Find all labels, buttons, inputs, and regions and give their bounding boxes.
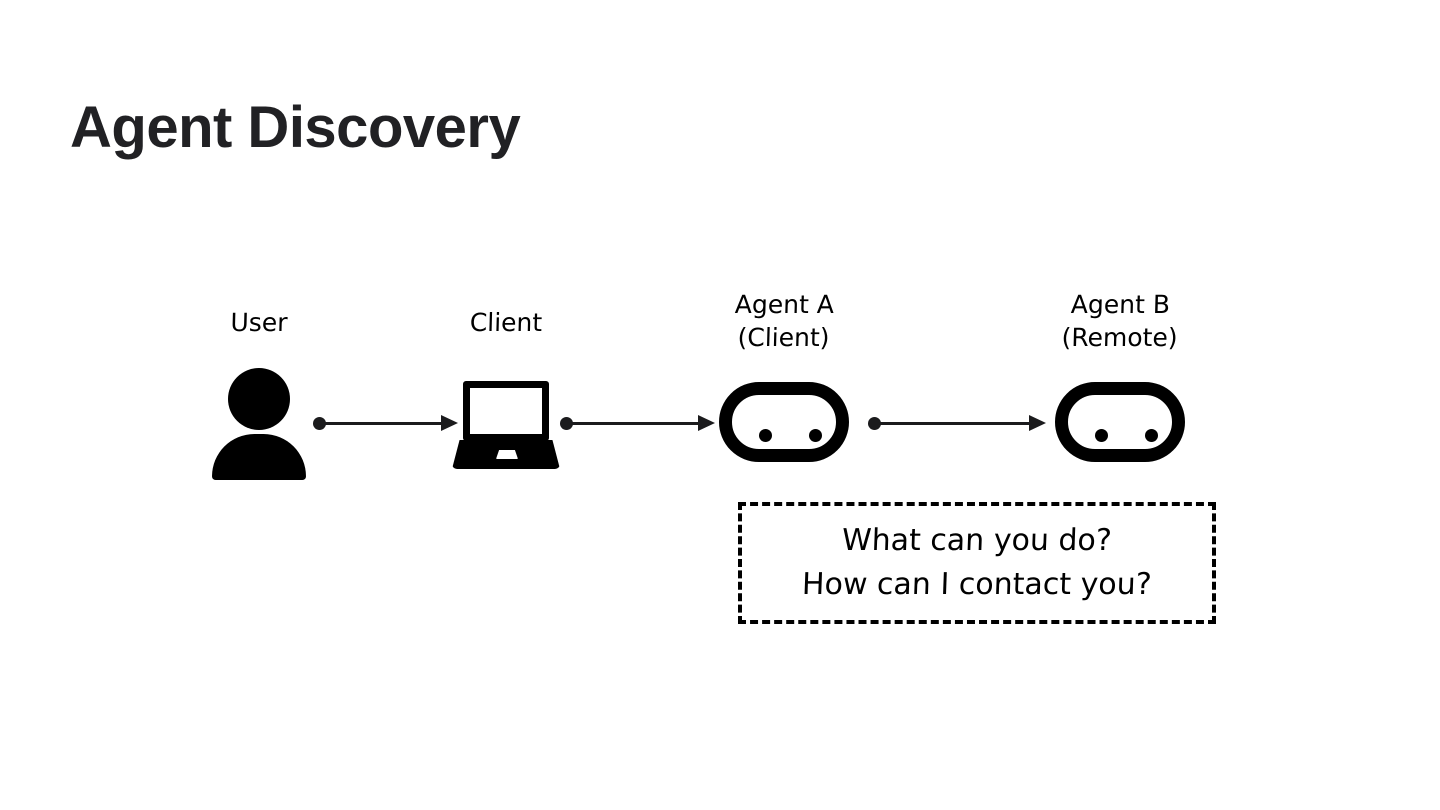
- arrow-user-to-client: [313, 413, 458, 433]
- robot-eye-left: [1095, 429, 1108, 442]
- arrow-shaft: [570, 422, 702, 425]
- callout-line-1: What can you do?: [841, 523, 1113, 558]
- robot-icon-agent-a: [719, 382, 849, 462]
- arrow-head-icon: [698, 415, 715, 431]
- laptop-trackpad: [496, 450, 518, 459]
- arrow-client-to-agent-a: [560, 413, 715, 433]
- arrow-head-icon: [1029, 415, 1046, 431]
- laptop-icon: [452, 381, 560, 469]
- node-label-user: User: [230, 308, 288, 337]
- arrow-shaft: [878, 422, 1033, 425]
- arrow-tail-dot: [313, 417, 326, 430]
- robot-eye-right: [809, 429, 822, 442]
- callout-line-2: How can I contact you?: [801, 567, 1153, 602]
- arrow-tail-dot: [560, 417, 573, 430]
- node-label-agent-b: Agent B (Remote): [1061, 290, 1178, 352]
- node-label-agent-a: Agent A (Client): [734, 290, 835, 352]
- laptop-screen: [463, 381, 549, 441]
- person-icon-head: [228, 368, 290, 430]
- person-icon: [212, 368, 306, 480]
- arrow-agent-a-to-agent-b: [868, 413, 1046, 433]
- callout-box: What can you do? How can I contact you?: [738, 502, 1216, 624]
- robot-icon-agent-b: [1055, 382, 1185, 462]
- robot-eye-right: [1145, 429, 1158, 442]
- arrow-shaft: [323, 422, 445, 425]
- robot-eye-left: [759, 429, 772, 442]
- arrow-head-icon: [441, 415, 458, 431]
- node-label-client: Client: [469, 308, 543, 337]
- page-title: Agent Discovery: [70, 95, 521, 160]
- arrow-tail-dot: [868, 417, 881, 430]
- person-icon-body: [212, 434, 306, 480]
